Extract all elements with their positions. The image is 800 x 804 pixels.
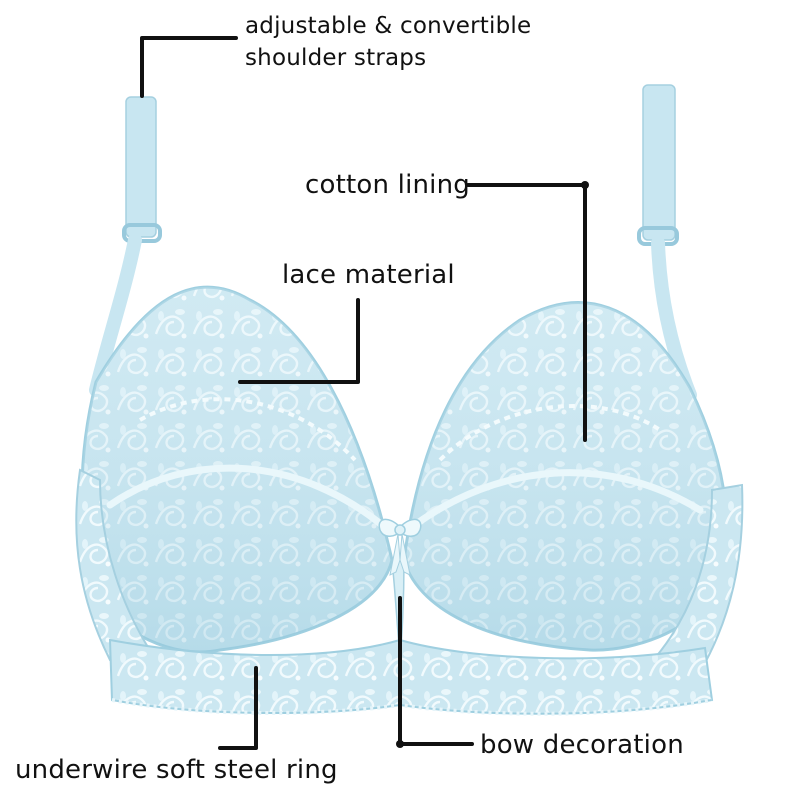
lace-band: [108, 638, 714, 716]
right-cup: [402, 301, 728, 652]
label-cotton-lining: cotton lining: [305, 170, 470, 200]
label-bow-decoration: bow decoration: [480, 730, 684, 760]
leader-line-lace: [238, 298, 360, 384]
label-lace-material: lace material: [282, 260, 455, 290]
leader-line-underwire: [218, 666, 258, 750]
label-underwire: underwire soft steel ring: [15, 755, 338, 785]
leader-dot-cotton: [581, 181, 589, 189]
leader-dot-bow: [396, 740, 404, 748]
label-shoulder-straps: adjustable & convertible shoulder straps: [245, 13, 532, 71]
leader-line-straps: [140, 36, 238, 98]
left-cup: [80, 285, 394, 654]
